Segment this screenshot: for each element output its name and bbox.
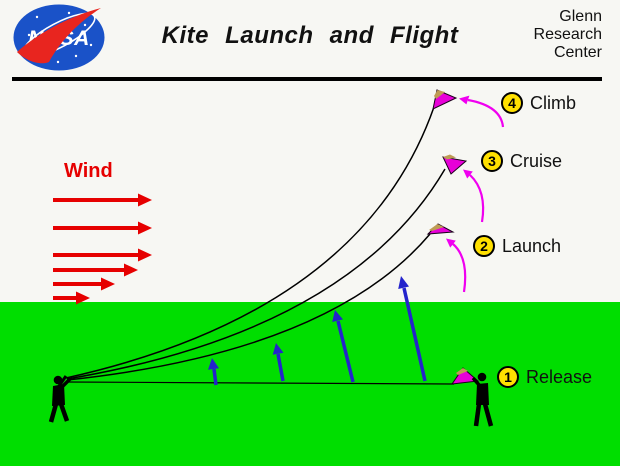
org-line: Research: [533, 26, 602, 43]
wind-arrow: [53, 248, 152, 262]
header-divider: [12, 77, 602, 81]
kite-string-climb: [65, 106, 435, 379]
wind-arrows: [53, 193, 152, 305]
kite-strings: [65, 106, 455, 385]
org-line: Glenn: [559, 8, 602, 25]
stage-number-badge: 3: [481, 150, 503, 172]
stage-label: Climb: [530, 92, 577, 113]
nasa-logo: NASA: [13, 4, 105, 71]
lift-arrow: [208, 358, 219, 386]
wind-arrow: [53, 291, 90, 305]
flight-path-arcs: [446, 95, 505, 293]
nasa-logo-swoosh: [17, 8, 101, 64]
page-title: Kite Launch and Flight: [161, 22, 459, 49]
stage-number-badge: 4: [501, 92, 523, 114]
wind-arrow: [53, 221, 152, 235]
kite-launch: [426, 223, 455, 235]
person-left: [48, 375, 72, 423]
stage-cruise: 3 Cruise: [481, 150, 562, 172]
stage-label: Release: [526, 366, 593, 387]
ground: [0, 302, 620, 466]
kite-string-cruise: [66, 168, 446, 380]
org-line: Center: [553, 44, 602, 61]
kite-string-release: [65, 381, 455, 385]
wind-arrow: [53, 193, 152, 207]
lift-arrow: [332, 310, 355, 383]
stage-number-badge: 2: [473, 235, 495, 257]
kite-cruise: [442, 154, 468, 175]
kite-release: [450, 367, 480, 385]
flight-path-arc-to-launch: [446, 238, 467, 293]
kite-climb: [432, 89, 458, 110]
nasa-logo-stars: [27, 11, 93, 64]
stage-label: Launch: [502, 235, 562, 256]
lift-arrow: [272, 343, 285, 382]
flight-path-arc-to-climb: [459, 95, 505, 128]
stage-launch: 2 Launch: [473, 235, 561, 257]
org-name: Glenn Research Center: [534, 8, 602, 62]
kites: [426, 89, 480, 385]
lift-arrow: [398, 276, 427, 382]
kite-string-launch: [66, 233, 431, 381]
flight-path-arc-to-cruise: [463, 169, 485, 223]
wind-arrow: [53, 277, 115, 291]
wind-arrow: [53, 263, 138, 277]
stage-number-badge: 1: [497, 366, 519, 388]
stage-climb: 4 Climb: [501, 92, 576, 114]
wind-label: Wind: [64, 160, 113, 182]
stage-release: 1 Release: [497, 366, 592, 388]
person-right: [471, 372, 494, 427]
lift-arrows: [208, 276, 427, 386]
stage-label: Cruise: [510, 150, 563, 171]
